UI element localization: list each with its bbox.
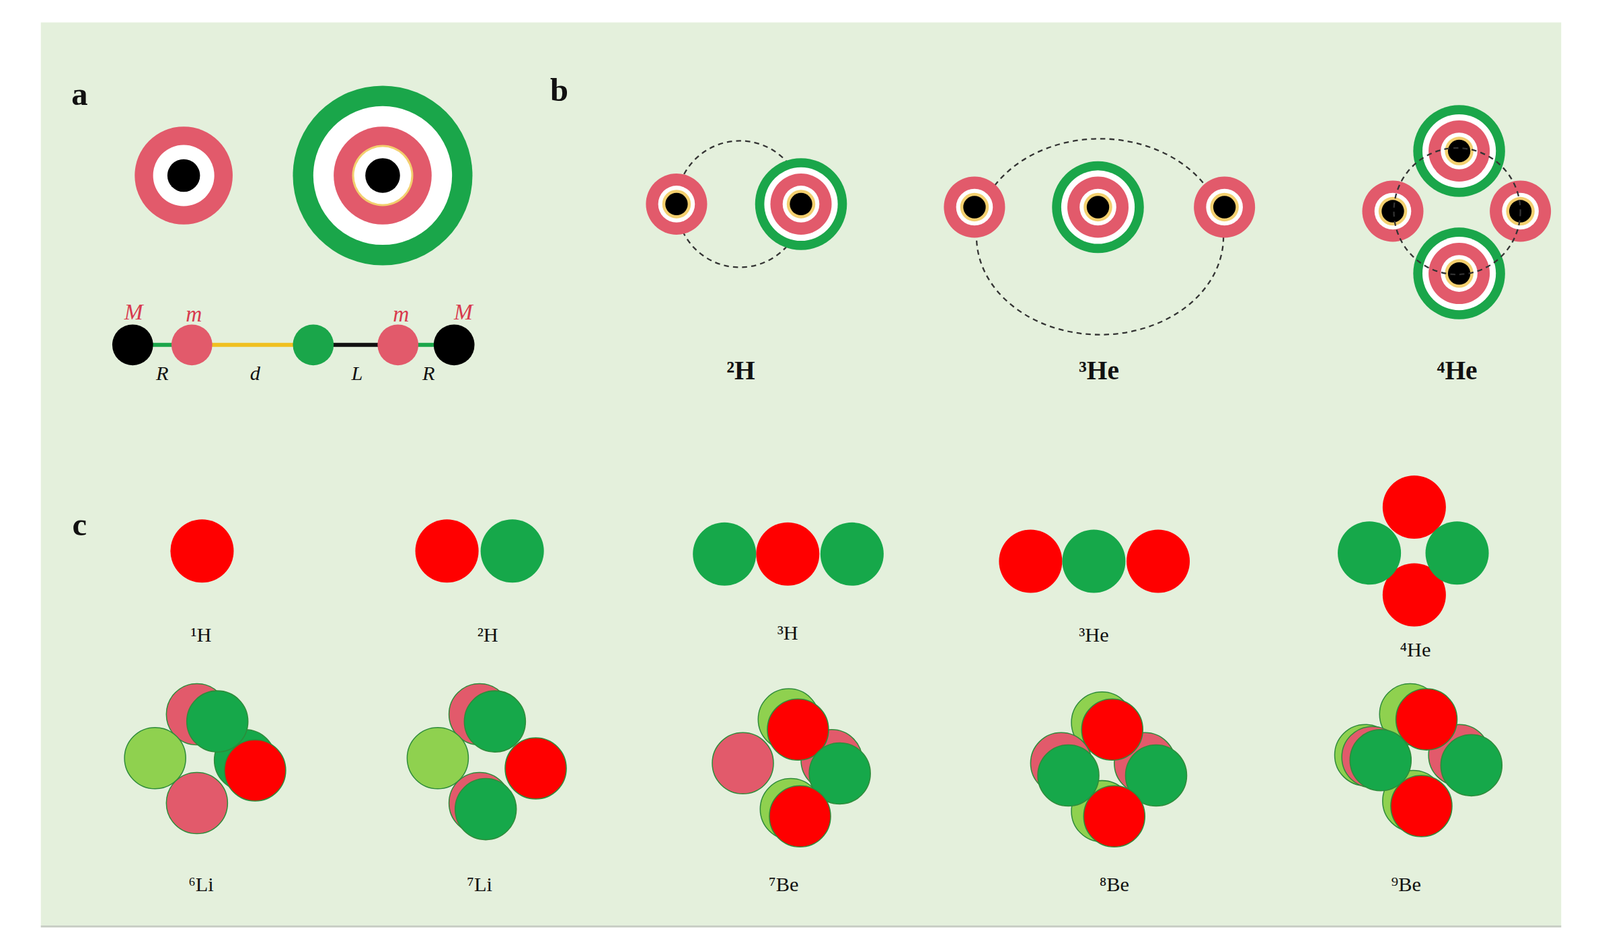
illustration-shape bbox=[124, 683, 1502, 848]
panel-letter: a bbox=[71, 77, 88, 111]
mass-label: m bbox=[392, 303, 409, 326]
illustration-shape bbox=[1193, 176, 1255, 238]
illustration-shape bbox=[1061, 529, 1126, 593]
nuclide-label: ⁹Be bbox=[1391, 874, 1422, 895]
illustration-shape bbox=[1425, 521, 1490, 585]
illustration-shape bbox=[1126, 529, 1190, 593]
illustration-shape bbox=[170, 519, 234, 583]
illustration-shape bbox=[480, 519, 545, 583]
distance-label: L bbox=[351, 363, 364, 384]
illustration-shape bbox=[377, 324, 419, 366]
illustration-shape bbox=[976, 138, 1224, 335]
illustration-shape bbox=[41, 22, 1562, 927]
illustration-shape bbox=[134, 126, 233, 225]
illustration-shape bbox=[1413, 104, 1506, 198]
illustration-shape bbox=[1396, 688, 1458, 750]
illustration-shape bbox=[1349, 729, 1412, 791]
nuclide-label: ²H bbox=[726, 358, 756, 385]
panel-letter: b bbox=[550, 73, 569, 107]
panel-letter: c bbox=[72, 508, 88, 542]
illustration-shape bbox=[480, 519, 1490, 593]
illustration-shape bbox=[455, 778, 517, 841]
illustration-shape bbox=[166, 772, 228, 834]
illustration-shape bbox=[505, 737, 567, 799]
illustration-shape bbox=[1413, 227, 1506, 320]
mass-label: M bbox=[124, 301, 144, 324]
illustration-shape bbox=[820, 522, 884, 586]
nuclide-label: ³He bbox=[1078, 624, 1109, 645]
illustration-shape bbox=[645, 173, 707, 235]
illustration-shape bbox=[1337, 521, 1401, 585]
illustration-shape bbox=[712, 732, 774, 794]
nuclide-label: ⁷Be bbox=[768, 874, 799, 895]
illustration-shape bbox=[692, 522, 756, 586]
illustration-shape bbox=[170, 475, 1446, 627]
illustration-shape bbox=[943, 176, 1005, 238]
mass-label: m bbox=[185, 303, 202, 326]
illustration-shape bbox=[186, 690, 249, 752]
illustration-shape bbox=[171, 324, 213, 366]
illustration-shape bbox=[464, 690, 526, 752]
illustration-shape bbox=[41, 925, 1562, 928]
illustration-shape bbox=[1037, 745, 1099, 807]
nuclide-label: ¹H bbox=[190, 624, 212, 645]
illustration-shape bbox=[755, 158, 848, 251]
illustration-shape bbox=[1083, 785, 1145, 847]
illustration-shape bbox=[415, 519, 479, 583]
illustration-shape bbox=[1051, 161, 1145, 254]
distance-label: d bbox=[250, 363, 261, 384]
illustration-shape bbox=[433, 324, 475, 366]
illustration-shape bbox=[1361, 180, 1424, 243]
distance-label: R bbox=[422, 363, 436, 384]
nuclide-label: ⁴He bbox=[1399, 639, 1431, 660]
illustration-shape bbox=[292, 324, 334, 366]
illustration-shape bbox=[755, 522, 820, 586]
illustration-shape bbox=[292, 85, 473, 265]
illustration-shape bbox=[1393, 147, 1520, 275]
illustration-shape bbox=[1440, 734, 1502, 796]
illustration-shape bbox=[112, 324, 154, 366]
illustration-shape bbox=[769, 785, 831, 847]
nuclide-label: ⁷Li bbox=[466, 874, 493, 895]
nuclide-label: ⁴He bbox=[1437, 358, 1478, 385]
illustration-shape bbox=[998, 529, 1062, 593]
nuclide-label: ³He bbox=[1078, 358, 1120, 385]
illustration-shape bbox=[1390, 775, 1453, 837]
mass-label: M bbox=[453, 301, 473, 324]
nuclide-label: ²H bbox=[477, 624, 499, 645]
illustration-shape bbox=[1081, 698, 1143, 760]
illustration-shape bbox=[224, 739, 286, 802]
distance-label: R bbox=[156, 363, 169, 384]
nuclide-label: ³H bbox=[777, 622, 799, 643]
nuclide-label: ⁶Li bbox=[188, 874, 214, 895]
nuclide-label: ⁸Be bbox=[1099, 874, 1130, 895]
